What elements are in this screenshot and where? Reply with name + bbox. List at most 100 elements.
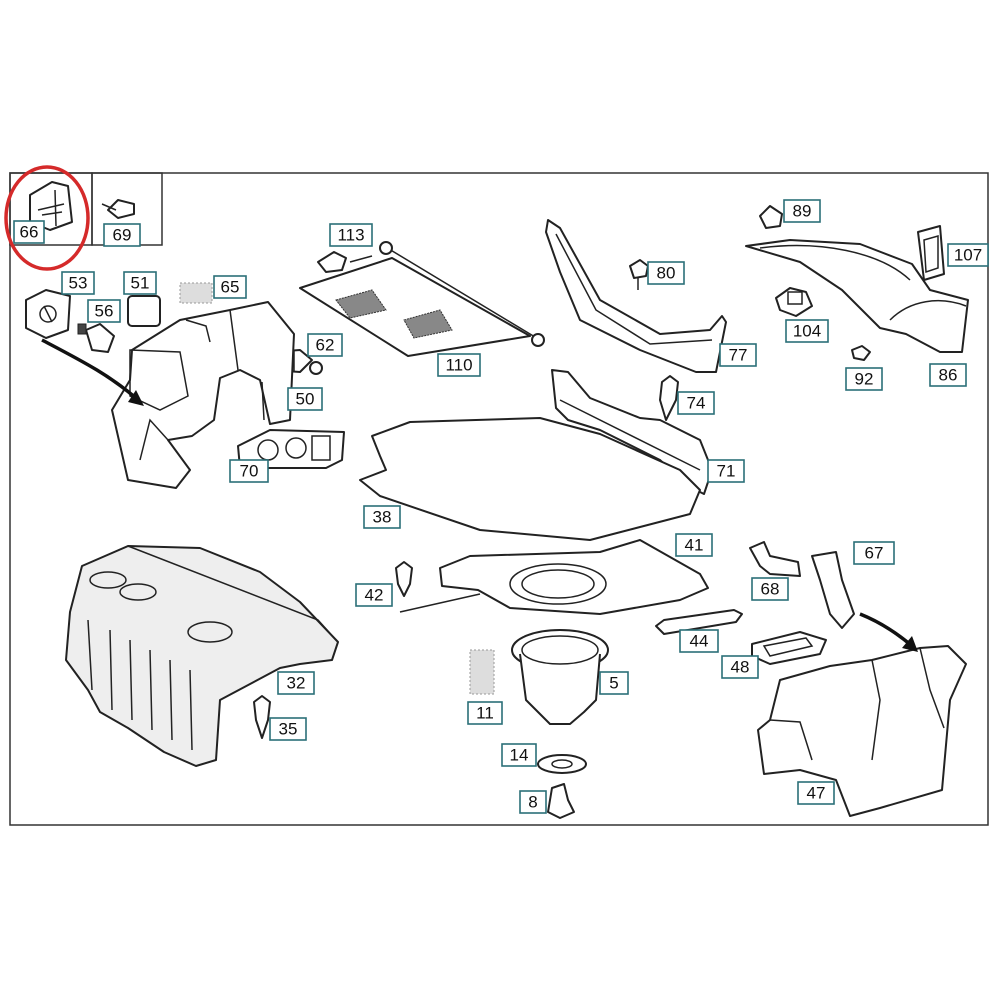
callout-5[interactable]: 5: [599, 671, 629, 695]
callout-35[interactable]: 35: [269, 717, 307, 741]
callout-8[interactable]: 8: [519, 790, 547, 814]
part-67-bracket[interactable]: [811, 551, 855, 629]
callout-86[interactable]: 86: [929, 363, 967, 387]
callout-38[interactable]: 38: [363, 505, 401, 529]
callout-35-text: 35: [279, 720, 298, 739]
pointer-arrowhead-67: [902, 636, 918, 652]
callout-51-text: 51: [131, 274, 150, 293]
callout-77-text: 77: [729, 346, 748, 365]
callout-107-text: 107: [954, 246, 982, 265]
callout-65[interactable]: 65: [213, 275, 247, 299]
part-69-clip[interactable]: [101, 199, 135, 219]
callout-41[interactable]: 41: [675, 533, 713, 557]
part-68-bolt[interactable]: [749, 541, 801, 577]
callout-110[interactable]: 110: [437, 353, 481, 377]
part-77-trim[interactable]: [545, 219, 727, 373]
callout-53-text: 53: [69, 274, 88, 293]
callout-67[interactable]: 67: [853, 541, 895, 565]
part-74-clip[interactable]: [659, 375, 679, 421]
callout-71-text: 71: [717, 462, 736, 481]
part-104-bracket[interactable]: [775, 287, 813, 317]
callout-32-text: 32: [287, 674, 306, 693]
part-42-rivet[interactable]: [395, 561, 413, 597]
part-80-fastener[interactable]: [629, 259, 649, 290]
part-65-pad[interactable]: [179, 282, 213, 304]
part-11-pad[interactable]: [469, 649, 495, 695]
part-5-wheel-well[interactable]: [511, 629, 609, 725]
callout-104[interactable]: 104: [785, 319, 829, 343]
callout-69-text: 69: [113, 226, 132, 245]
callout-66[interactable]: 66: [13, 220, 45, 244]
callout-71[interactable]: 71: [707, 459, 745, 483]
callout-11[interactable]: 11: [467, 701, 503, 725]
callout-44[interactable]: 44: [679, 629, 719, 653]
callout-80[interactable]: 80: [647, 261, 685, 285]
callout-92-text: 92: [855, 370, 874, 389]
pointer-arrow-53: [41, 338, 140, 402]
callout-5-text: 5: [609, 674, 618, 693]
part-51-cap[interactable]: [127, 295, 161, 327]
callout-62[interactable]: 62: [307, 333, 343, 357]
callout-53[interactable]: 53: [61, 271, 95, 295]
callout-68-text: 68: [761, 580, 780, 599]
callout-70[interactable]: 70: [229, 459, 269, 483]
callout-67-text: 67: [865, 544, 884, 563]
callout-56[interactable]: 56: [87, 299, 121, 323]
pointer-arrowhead-53: [128, 390, 144, 406]
callout-38-text: 38: [373, 508, 392, 527]
callout-74-text: 74: [687, 394, 706, 413]
callout-92[interactable]: 92: [845, 367, 883, 391]
callout-50-text: 50: [296, 390, 315, 409]
part-48-tray[interactable]: [751, 631, 827, 665]
callout-113-text: 113: [337, 226, 364, 245]
part-44-strap[interactable]: [655, 609, 743, 635]
callout-66-text: 66: [20, 223, 39, 242]
callout-48[interactable]: 48: [721, 655, 759, 679]
callout-14[interactable]: 14: [501, 743, 537, 767]
callout-107[interactable]: 107: [947, 243, 989, 267]
callout-70-text: 70: [240, 462, 259, 481]
part-110-net[interactable]: [299, 241, 545, 357]
callout-42[interactable]: 42: [355, 583, 393, 607]
part-38-floor-mat[interactable]: [359, 417, 701, 541]
callout-56-text: 56: [95, 302, 114, 321]
callout-74[interactable]: 74: [677, 391, 715, 415]
callout-51[interactable]: 51: [123, 271, 157, 295]
callout-11-text: 11: [476, 704, 494, 723]
callout-77[interactable]: 77: [719, 343, 757, 367]
callout-69[interactable]: 69: [103, 223, 141, 247]
part-113-clip[interactable]: [317, 251, 373, 273]
pointer-arrow-67: [859, 612, 914, 648]
callout-32[interactable]: 32: [277, 671, 315, 695]
callout-14-text: 14: [510, 746, 529, 765]
part-41-spare-wheel-panel[interactable]: [439, 539, 709, 615]
part-8-bolt[interactable]: [547, 783, 575, 819]
part-14-washer[interactable]: [537, 754, 587, 774]
part-47-side-liner[interactable]: [757, 645, 967, 817]
part-86-lid-liner[interactable]: [745, 239, 969, 353]
part-42-leader: [399, 593, 481, 613]
part-92-bolt[interactable]: [851, 345, 871, 361]
callout-41-text: 41: [685, 536, 704, 555]
callout-110-text: 110: [445, 356, 472, 375]
diagram-frame: [9, 172, 989, 826]
callout-68[interactable]: 68: [751, 577, 789, 601]
callout-104-text: 104: [793, 322, 821, 341]
part-89-cap[interactable]: [759, 205, 783, 229]
part-107-handle[interactable]: [917, 225, 945, 281]
part-56-knob[interactable]: [77, 323, 115, 353]
callout-47[interactable]: 47: [797, 781, 835, 805]
callout-86-text: 86: [939, 366, 958, 385]
callout-47-text: 47: [807, 784, 826, 803]
part-53-switch[interactable]: [25, 289, 71, 339]
callout-50[interactable]: 50: [287, 387, 323, 411]
part-32-rear-partition[interactable]: [65, 545, 339, 767]
callout-42-text: 42: [365, 586, 384, 605]
callout-113[interactable]: 113: [329, 223, 373, 247]
callout-8-text: 8: [528, 793, 537, 812]
part-50-side-panel[interactable]: [111, 301, 295, 489]
part-35-clip[interactable]: [253, 695, 271, 739]
callout-89-text: 89: [793, 202, 812, 221]
callout-89[interactable]: 89: [783, 199, 821, 223]
